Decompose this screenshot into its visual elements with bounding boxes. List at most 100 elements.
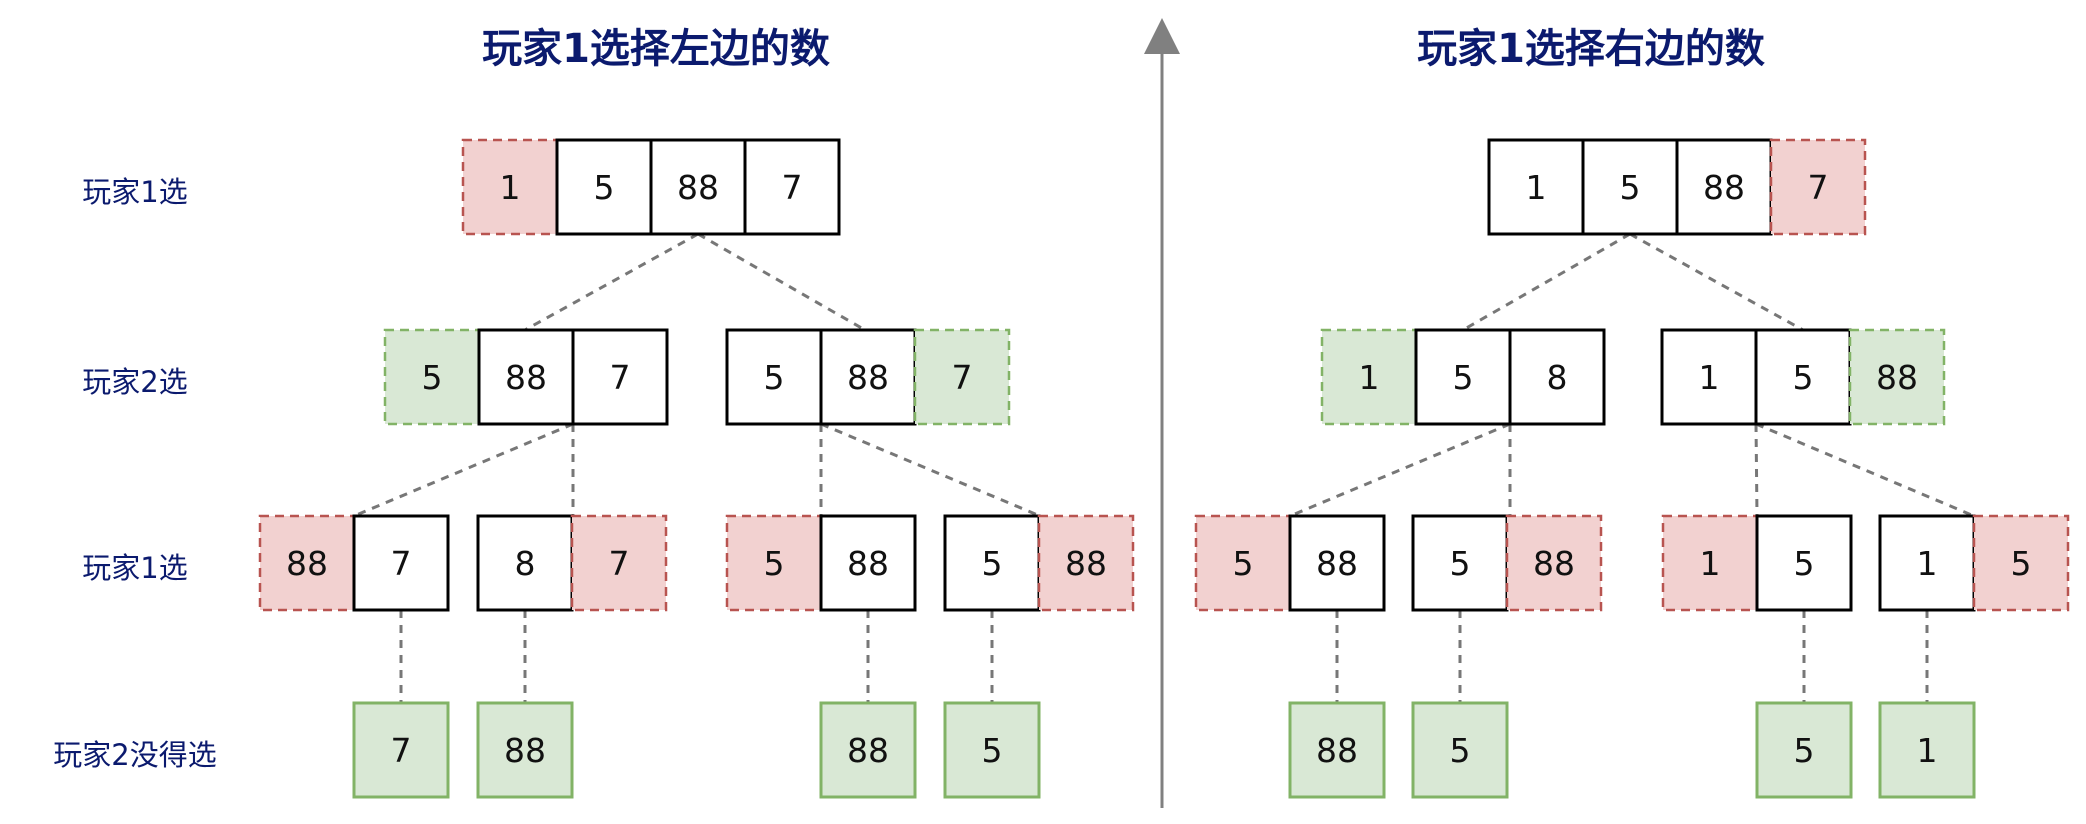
left-tree-level2-a-cell-0-value: 5 [422,358,443,397]
left-tree-connector-a-0 [353,422,574,518]
left-tree-level3-2-cell-0-value: 5 [764,544,785,583]
left-tree-level3-3-cell-0-value: 5 [982,544,1003,583]
left-tree-root-cell-2: 88 [649,138,747,236]
left-tree-leaf-2: 88 [819,701,917,799]
right-tree-leaf-2: 5 [1755,701,1853,799]
right-tree-leaf-0: 88 [1288,701,1386,799]
left-tree-level3-1-cell-0-value: 8 [515,544,536,583]
left-tree-root-cell-3: 7 [743,138,841,236]
right-tree-level3-1-cell-0: 5 [1411,514,1509,612]
left-tree-level2-a-cell-2: 7 [571,328,669,426]
right-tree-root-cell-0: 1 [1487,138,1585,236]
left-tree-level2-b-cell-1: 88 [819,328,917,426]
right-tree-level3-3-cell-0-value: 1 [1917,544,1938,583]
left-tree-level2-a-cell-1-value: 88 [505,358,547,397]
right-tree-level2-b-cell-0-value: 1 [1699,358,1720,397]
left-tree-level2-b-cell-2-value: 7 [952,358,973,397]
right-tree-level3-1-cell-0-value: 5 [1450,544,1471,583]
right-tree-leaf-0-value: 88 [1316,731,1358,770]
left-tree-leaf-2-value: 88 [847,731,889,770]
right-tree-level2-a-cell-1: 5 [1414,328,1512,426]
right-tree-level2-a-cell-0-value: 1 [1359,358,1380,397]
right-tree-level3-1-cell-1: 88 [1505,514,1603,612]
right-tree-root-cell-1-value: 5 [1620,168,1641,207]
left-tree-level2-b-cell-0: 5 [725,328,823,426]
right-tree-root-cell-1: 5 [1581,138,1679,236]
right-tree-leaf-2-value: 5 [1794,731,1815,770]
left-tree-level2-b-cell-0-value: 5 [764,358,785,397]
right-tree-level2-b-cell-2: 88 [1848,328,1946,426]
right-tree-connector-b-2 [1754,423,1759,517]
left-tree-level3-2-cell-1-value: 88 [847,544,889,583]
left-tree-leaf-3: 5 [943,701,1041,799]
left-tree-level3-0-cell-0-value: 88 [286,544,328,583]
left-tree-level2-a-cell-2-value: 7 [610,358,631,397]
left-tree-root-cell-1-value: 5 [594,168,615,207]
left-tree-connector-root-b [697,232,866,332]
right-tree-level3-0-cell-1: 88 [1288,514,1386,612]
left-tree-level3-2-cell-1: 88 [819,514,917,612]
left-tree-level2-b-cell-2: 7 [913,328,1011,426]
right-tree-level3-2-cell-1-value: 5 [1794,544,1815,583]
right-tree-level3-3-cell-1: 5 [1972,514,2070,612]
right-tree-level3-0-cell-0: 5 [1194,514,1292,612]
right-tree-leaf-3-value: 1 [1917,731,1938,770]
right-tree-level2-b-cell-2-value: 88 [1876,358,1918,397]
right-tree-leaf-3: 1 [1878,701,1976,799]
row-label-4: 玩家2没得选 [53,738,216,772]
left-tree-level3-1-cell-1-value: 7 [609,544,630,583]
left-tree-leaf-0: 7 [352,701,450,799]
right-tree-level3-0-cell-0-value: 5 [1233,544,1254,583]
right-title: 玩家1选择右边的数 [1417,26,1765,72]
right-tree-leaf-1-value: 5 [1450,731,1471,770]
right-tree-level3-2-cell-0-value: 1 [1700,544,1721,583]
left-tree-leaf-3-value: 5 [982,731,1003,770]
left-tree-level3-3-cell-1: 88 [1037,514,1135,612]
left-tree-level2-a-cell-1: 88 [477,328,575,426]
left-tree-level2-b-cell-1-value: 88 [847,358,889,397]
left-tree-root-cell-2-value: 88 [677,168,719,207]
right-tree-level3-0-cell-1-value: 88 [1316,544,1358,583]
right-tree-leaf-1: 5 [1411,701,1509,799]
right-tree-level2-b-cell-1: 5 [1754,328,1852,426]
right-tree-root-cell-2: 88 [1675,138,1773,236]
left-tree-level3-1-cell-1: 7 [570,514,668,612]
right-tree-connector-root-a [1462,232,1631,332]
left-tree-connector-b-3 [820,422,1041,518]
row-label-1: 玩家1选 [82,175,187,209]
right-tree-connector-b-3 [1755,422,1975,518]
left-tree-root-cell-3-value: 7 [782,168,803,207]
left-tree-level3-3-cell-0: 5 [943,514,1041,612]
left-tree-level3-0-cell-1-value: 7 [391,544,412,583]
right-tree-root-cell-0-value: 1 [1526,168,1547,207]
left-tree-level3-2-cell-0: 5 [725,514,823,612]
left-tree-level3-0-cell-1: 7 [352,514,450,612]
row-label-3: 玩家1选 [82,551,187,585]
right-tree-level2-a-cell-0: 1 [1320,328,1418,426]
right-tree-level2-a-cell-2: 8 [1508,328,1606,426]
left-tree-root-cell-1: 5 [555,138,653,236]
connector-lines [353,232,1975,703]
left-tree-leaf-1-value: 88 [504,731,546,770]
left-tree-level3-0-cell-0: 88 [258,514,356,612]
right-tree-level3-3-cell-1-value: 5 [2011,544,2032,583]
right-tree-level2-b-cell-0: 1 [1660,328,1758,426]
right-tree-level3-3-cell-0: 1 [1878,514,1976,612]
right-tree-root-cell-3: 7 [1769,138,1867,236]
left-tree-root-cell-0: 1 [461,138,559,236]
right-tree-level3-2-cell-1: 5 [1755,514,1853,612]
left-tree-level3-1-cell-0: 8 [476,514,574,612]
right-tree-level3-2-cell-0: 1 [1661,514,1759,612]
right-tree-connector-a-0 [1289,422,1511,518]
left-title: 玩家1选择左边的数 [482,26,830,72]
left-tree-root-cell-0-value: 1 [500,168,521,207]
right-tree-level2-b-cell-1-value: 5 [1793,358,1814,397]
left-tree-leaf-1: 88 [476,701,574,799]
row-label-2: 玩家2选 [82,365,187,399]
right-tree-connector-root-b [1629,232,1804,332]
right-tree-level2-a-cell-1-value: 5 [1453,358,1474,397]
right-tree-level2-a-cell-2-value: 8 [1547,358,1568,397]
left-tree-level3-3-cell-1-value: 88 [1065,544,1107,583]
